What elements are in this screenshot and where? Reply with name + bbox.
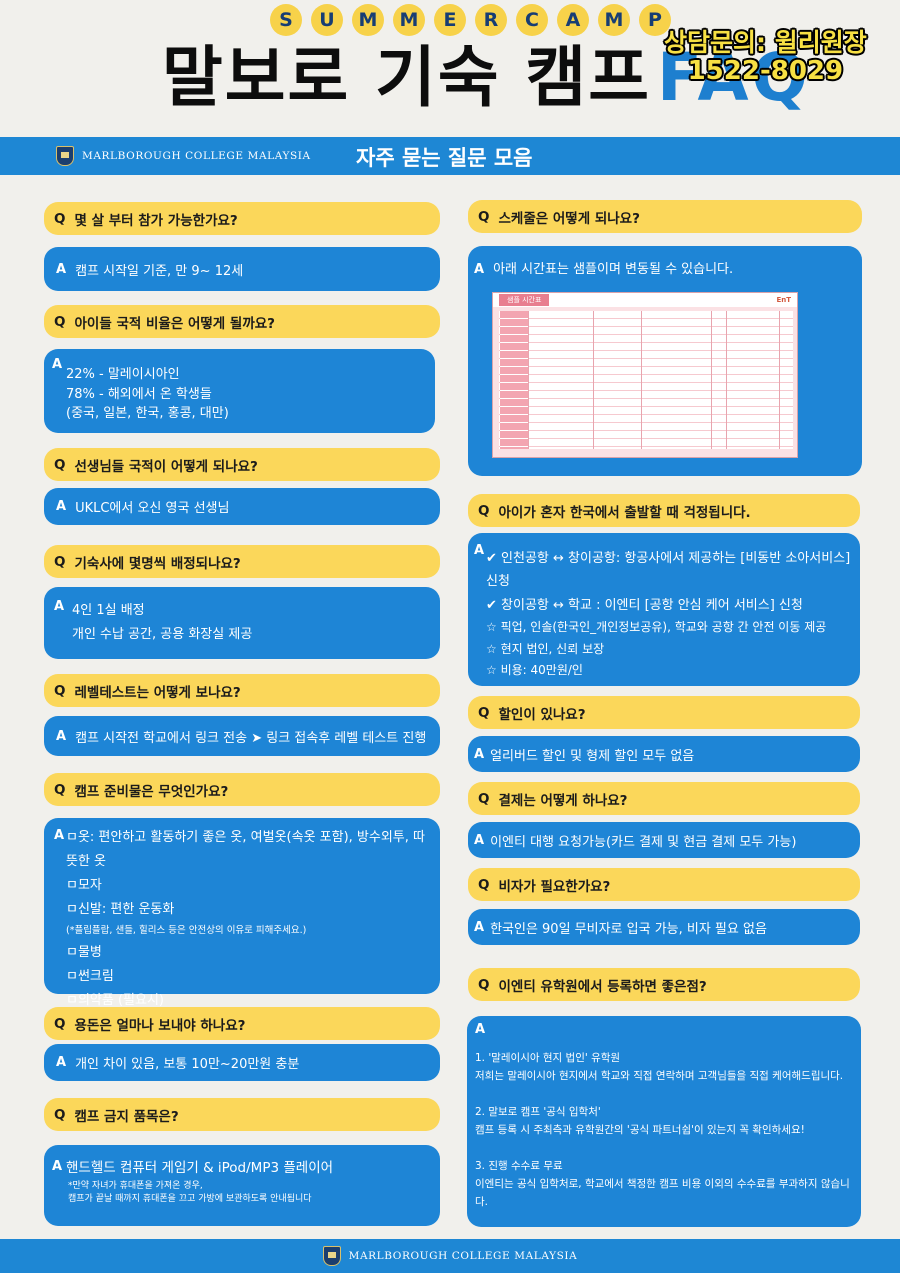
- college-name: MARLBOROUGH COLLEGE MALAYSIA: [82, 150, 311, 162]
- page-title: 말보로 기숙 캠프FAQ: [162, 45, 811, 111]
- schedule-logo: EnT: [776, 296, 791, 304]
- camp-letter: U: [311, 4, 343, 36]
- faq-answer: A ✔ 인천공항 ↔ 창이공항: 항공사에서 제공하는 [비동반 소아서비스] …: [468, 533, 860, 686]
- college-crest-icon: [322, 1246, 341, 1266]
- faq-answer: A 22% - 말레이시아인 78% - 해외에서 온 학생들 (중국, 일본,…: [44, 349, 435, 433]
- page-title-main: 말보로 기숙 캠프: [162, 39, 651, 116]
- camp-letter: M: [598, 4, 630, 36]
- footer-banner: MARLBOROUGH COLLEGE MALAYSIA: [0, 1239, 900, 1273]
- camp-letter: A: [557, 4, 589, 36]
- page-title-faq: FAQ: [657, 39, 811, 116]
- footer-college-name: MARLBOROUGH COLLEGE MALAYSIA: [348, 1250, 578, 1262]
- college-crest-icon: [56, 146, 74, 166]
- contact-info: 상담문의: 윌리원장 1522-8029: [664, 28, 867, 87]
- contact-name: 상담문의: 윌리원장: [664, 28, 867, 57]
- section-title: 자주 묻는 질문 모음: [356, 146, 533, 170]
- schedule-day-column: [500, 311, 528, 449]
- camp-letter: P: [639, 4, 671, 36]
- camp-letter: R: [475, 4, 507, 36]
- camp-letter: C: [516, 4, 548, 36]
- summer-camp-letters: S U M M E R C A M P: [270, 4, 671, 36]
- camp-letter: E: [434, 4, 466, 36]
- camp-letter: S: [270, 4, 302, 36]
- faq-answer: A 핸드헬드 컴퓨터 게임기 & iPod/MP3 플레이어 *만약 자녀가 휴…: [44, 1145, 440, 1226]
- schedule-title: 샘플 시간표: [499, 294, 550, 306]
- faq-answer: A ㅁ옷: 편안하고 활동하기 좋은 옷, 여벌옷(속옷 포함), 방수외투, …: [44, 818, 440, 1008]
- faq-answer: A 1. '말레이시아 현지 법인' 유학원 저희는 말레이시아 현지에서 학교…: [467, 1016, 861, 1227]
- camp-letter: M: [393, 4, 425, 36]
- schedule-grid: [499, 311, 793, 449]
- sample-schedule-image: 샘플 시간표 EnT: [492, 292, 798, 458]
- section-banner: MARLBOROUGH COLLEGE MALAYSIA 자주 묻는 질문 모음: [0, 137, 900, 175]
- camp-letter: M: [352, 4, 384, 36]
- contact-phone[interactable]: 1522-8029: [687, 56, 844, 87]
- faq-answer: A 4인 1실 배정 개인 수납 공간, 공용 화장실 제공: [44, 587, 440, 659]
